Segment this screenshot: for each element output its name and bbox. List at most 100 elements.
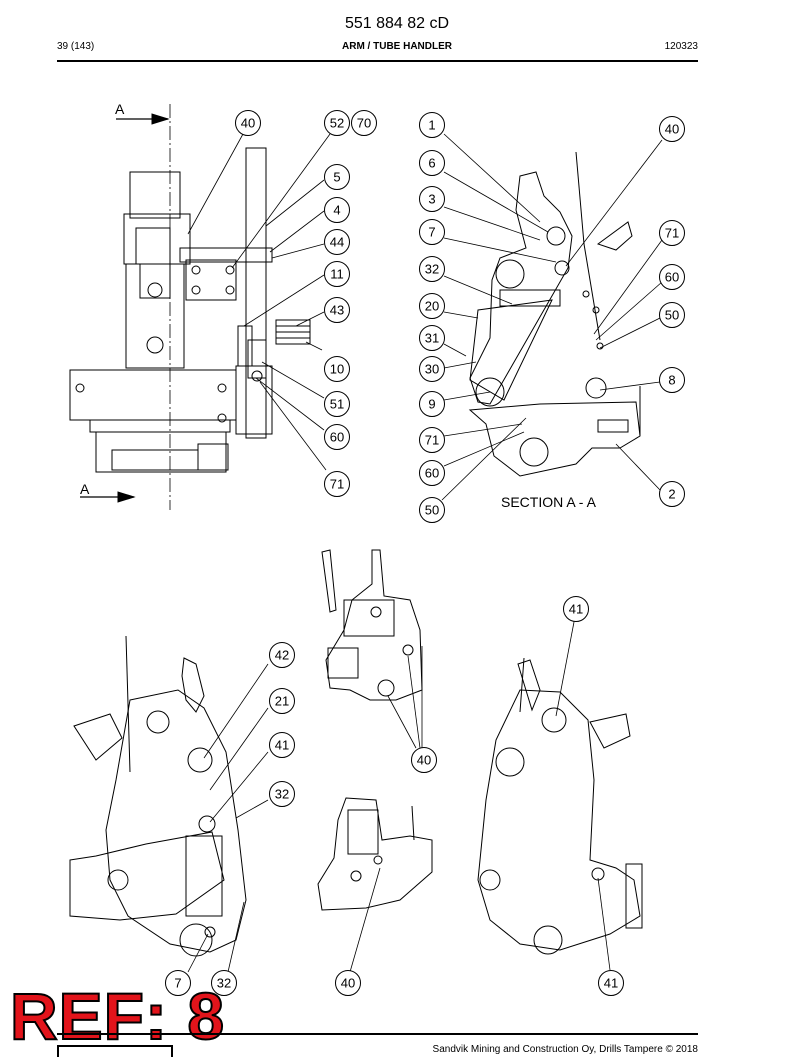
callout-balloon: 60 bbox=[659, 264, 685, 290]
callout-balloon: 44 bbox=[324, 229, 350, 255]
callout-number: 51 bbox=[330, 397, 344, 412]
callout-number: 7 bbox=[428, 225, 435, 240]
left-view-drawing bbox=[69, 635, 247, 957]
callout-balloon: 70 bbox=[351, 110, 377, 136]
section-view-drawing bbox=[468, 151, 641, 477]
callout-balloon: 40 bbox=[411, 747, 437, 773]
callout-number: 5 bbox=[333, 170, 340, 185]
callout-balloon: 8 bbox=[659, 367, 685, 393]
callout-balloon: 42 bbox=[269, 642, 295, 668]
callout-balloon: 71 bbox=[324, 471, 350, 497]
section-label: SECTION A - A bbox=[501, 494, 597, 510]
callout-balloon: 9 bbox=[419, 391, 445, 417]
callout-number: 32 bbox=[217, 976, 231, 991]
callout-balloon: 50 bbox=[419, 497, 445, 523]
callout-number: 6 bbox=[428, 156, 435, 171]
callout-balloon: 40 bbox=[659, 116, 685, 142]
callout-number: 71 bbox=[665, 226, 679, 241]
callout-balloon: 71 bbox=[419, 427, 445, 453]
callout-number: 41 bbox=[604, 976, 618, 991]
right-view-drawing bbox=[477, 657, 643, 955]
copyright-text: Sandvik Mining and Construction Oy, Dril… bbox=[432, 1044, 698, 1055]
callout-balloon: 31 bbox=[419, 325, 445, 351]
front-view-leaders bbox=[187, 133, 331, 471]
callout-number: 1 bbox=[428, 118, 435, 133]
reference-stamp: REF: 8 bbox=[9, 978, 226, 1054]
callout-number: 40 bbox=[241, 116, 255, 131]
callout-number: 21 bbox=[275, 694, 289, 709]
left-view-leaders bbox=[187, 663, 269, 973]
callout-balloon: 41 bbox=[269, 732, 295, 758]
iso-view-bottom bbox=[317, 797, 433, 911]
callout-number: 30 bbox=[425, 362, 439, 377]
callout-balloon: 51 bbox=[324, 391, 350, 417]
page-counter: 39 (143) bbox=[57, 41, 95, 52]
callout-balloon: 40 bbox=[335, 970, 361, 996]
callout-balloon: 30 bbox=[419, 356, 445, 382]
callout-balloon: 41 bbox=[598, 970, 624, 996]
callout-balloon: 32 bbox=[269, 781, 295, 807]
callout-balloon: 32 bbox=[419, 256, 445, 282]
iso-view-leaders bbox=[349, 646, 423, 973]
section-view-leaders bbox=[441, 133, 663, 501]
footer-rule bbox=[57, 1033, 698, 1035]
front-view-drawing: A A bbox=[69, 101, 311, 510]
callout-balloon: 41 bbox=[563, 596, 589, 622]
callout-number: 7 bbox=[174, 976, 181, 991]
section-marker-bottom: A bbox=[80, 481, 90, 497]
callout-number: 11 bbox=[330, 267, 344, 282]
callout-number: 32 bbox=[275, 787, 289, 802]
callout-balloon: 50 bbox=[659, 302, 685, 328]
callout-number: 44 bbox=[330, 235, 344, 250]
callout-number: 43 bbox=[330, 303, 344, 318]
callout-balloon: 11 bbox=[324, 261, 350, 287]
section-marker-top: A bbox=[115, 101, 125, 117]
callout-number: 50 bbox=[665, 308, 679, 323]
revision-code: 120323 bbox=[664, 41, 698, 52]
iso-view-top bbox=[321, 549, 423, 701]
callout-number: 60 bbox=[425, 466, 439, 481]
callout-balloon: 4 bbox=[324, 197, 350, 223]
callout-number: 40 bbox=[417, 753, 431, 768]
callout-balloon: 71 bbox=[659, 220, 685, 246]
right-view-leaders bbox=[555, 621, 611, 971]
callout-balloon: 3 bbox=[419, 186, 445, 212]
callout-number: 2 bbox=[668, 487, 675, 502]
callout-balloon: 40 bbox=[235, 110, 261, 136]
callout-number: 41 bbox=[275, 738, 289, 753]
callout-number: 70 bbox=[357, 116, 371, 131]
callout-number: 71 bbox=[425, 433, 439, 448]
callout-balloon: 1 bbox=[419, 112, 445, 138]
callout-balloon: 60 bbox=[324, 424, 350, 450]
callout-number: 31 bbox=[425, 331, 439, 346]
callout-number: 60 bbox=[330, 430, 344, 445]
callout-balloon: 2 bbox=[659, 481, 685, 507]
callout-balloon: 6 bbox=[419, 150, 445, 176]
callout-number: 40 bbox=[665, 122, 679, 137]
callout-number: 40 bbox=[341, 976, 355, 991]
company-logo bbox=[57, 1045, 173, 1057]
callout-number: 52 bbox=[330, 116, 344, 131]
callout-balloon: 5 bbox=[324, 164, 350, 190]
callout-balloon: 7 bbox=[165, 970, 191, 996]
callout-balloon: 60 bbox=[419, 460, 445, 486]
callout-balloon: 43 bbox=[324, 297, 350, 323]
header-rule bbox=[57, 60, 698, 62]
callout-number: 20 bbox=[425, 299, 439, 314]
callout-balloon: 20 bbox=[419, 293, 445, 319]
callout-balloon: 52 bbox=[324, 110, 350, 136]
callout-number: 42 bbox=[275, 648, 289, 663]
callout-number: 50 bbox=[425, 503, 439, 518]
callout-number: 8 bbox=[668, 373, 675, 388]
callout-number: 41 bbox=[569, 602, 583, 617]
page-title: ARM / TUBE HANDLER bbox=[342, 41, 452, 52]
callout-number: 3 bbox=[428, 192, 435, 207]
document-number: 551 884 82 cD bbox=[344, 15, 450, 32]
callout-number: 71 bbox=[330, 477, 344, 492]
callout-number: 4 bbox=[333, 203, 340, 218]
callout-number: 10 bbox=[330, 362, 344, 377]
callout-number: 32 bbox=[425, 262, 439, 277]
callout-number: 60 bbox=[665, 270, 679, 285]
